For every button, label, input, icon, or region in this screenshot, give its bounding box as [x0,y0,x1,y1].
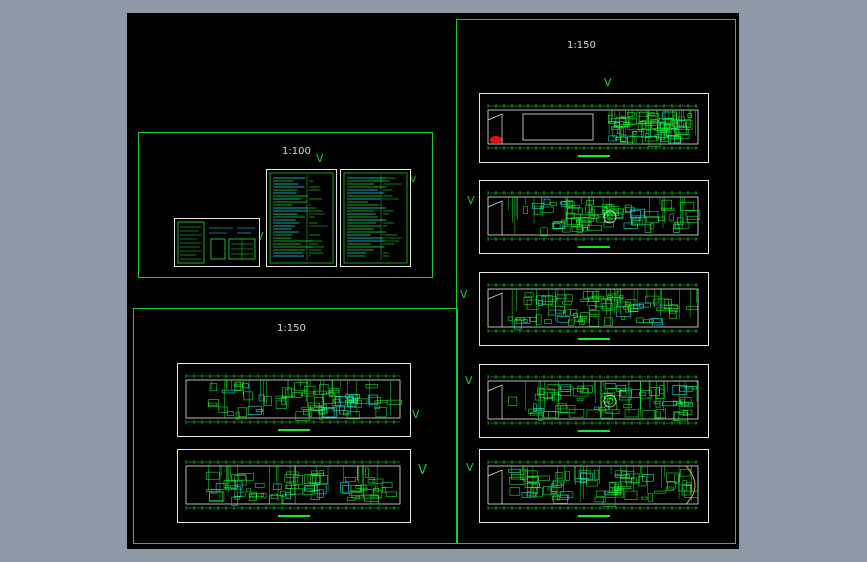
notes-sheet-2[interactable] [340,169,411,267]
cad-drawing-canvas[interactable]: 1:100 1:150 1:150 V V V V V V V V V V [127,13,739,549]
check-mark: V [460,288,468,301]
floor-plan-sheet-r1[interactable] [479,93,709,163]
floor-plan-drawing [487,191,701,248]
scale-label-1-100: 1:100 [282,146,311,157]
notes-drawing [343,172,408,264]
check-mark: V [466,461,474,474]
notes-drawing [269,172,334,264]
check-mark: V [465,374,473,387]
floor-plan-drawing [185,460,401,517]
floor-plan-sheet-r5[interactable] [479,449,709,523]
check-mark: V [418,463,427,478]
check-mark: V [604,76,612,89]
frame-group-1-150-right [456,19,736,544]
scale-label-1-150-right: 1:150 [567,40,596,51]
floor-plan-drawing [487,460,699,517]
legend-sheet[interactable] [174,218,260,267]
floor-plan-drawing [487,283,699,340]
frame-group-1-150-left [133,308,458,544]
scale-label-1-150-left: 1:150 [277,323,306,334]
legend-drawing [177,221,256,264]
floor-plan-sheet-r4[interactable] [479,364,709,438]
floor-plan-drawing [185,374,403,431]
floor-plan-sheet-r2[interactable] [479,180,709,254]
check-mark: V [467,194,475,207]
check-mark: V [316,152,324,165]
floor-plan-sheet-l2[interactable] [177,449,411,523]
floor-plan-drawing [487,375,699,432]
floor-plan-drawing [487,104,699,157]
floor-plan-sheet-r3[interactable] [479,272,709,346]
floor-plan-sheet-l1[interactable] [177,363,411,437]
notes-sheet-1[interactable] [266,169,337,267]
check-mark: V [410,175,417,185]
frame-group-1-100 [138,132,433,278]
check-mark: V [412,408,420,421]
